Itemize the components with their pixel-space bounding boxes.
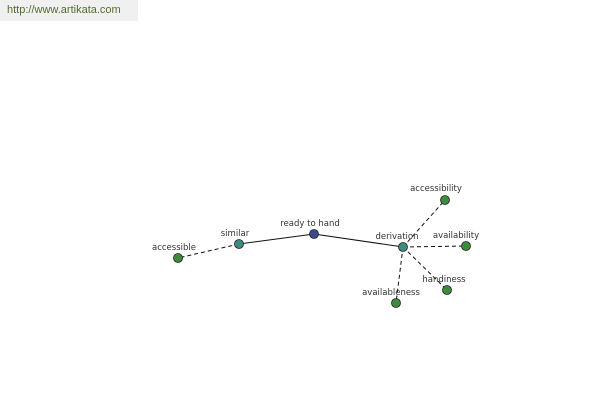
watermark-url: http://www.artikata.com — [0, 0, 138, 21]
node-ready[interactable]: ready to hand — [280, 219, 340, 239]
node-dot-similar[interactable] — [234, 239, 244, 249]
node-label-availability: availability — [433, 231, 479, 241]
node-label-availableness: availableness — [362, 288, 420, 298]
node-dot-availability[interactable] — [461, 241, 471, 251]
node-label-handiness: handiness — [422, 275, 466, 285]
node-availableness[interactable]: availableness — [362, 288, 420, 308]
node-dot-ready[interactable] — [309, 229, 319, 239]
node-derivation[interactable]: derivation — [375, 232, 419, 252]
edge-derivation-handiness — [402, 246, 448, 291]
edges-layer — [177, 199, 467, 304]
node-label-ready: ready to hand — [280, 219, 340, 229]
node-label-similar: similar — [221, 229, 250, 239]
node-dot-availableness[interactable] — [391, 298, 401, 308]
edge-derivation-availability — [402, 245, 467, 248]
node-dot-accessible[interactable] — [173, 253, 183, 263]
edge-similar-accessible — [177, 243, 240, 259]
node-similar[interactable]: similar — [221, 229, 250, 249]
edge-ready-derivation — [313, 233, 404, 248]
node-accessibility[interactable]: accessibility — [410, 184, 462, 205]
node-label-accessible: accessible — [152, 243, 196, 253]
node-handiness[interactable]: handiness — [422, 275, 466, 295]
edge-ready-similar — [238, 233, 315, 245]
edge-derivation-accessibility — [402, 199, 446, 248]
node-label-derivation: derivation — [375, 232, 418, 242]
node-accessible[interactable]: accessible — [152, 243, 196, 263]
node-label-accessibility: accessibility — [410, 184, 462, 194]
node-dot-derivation[interactable] — [398, 242, 408, 252]
node-availability[interactable]: availability — [433, 231, 479, 251]
node-dot-handiness[interactable] — [442, 285, 452, 295]
nodes-layer: ready to hand similar derivation accessible… — [152, 184, 479, 308]
edge-derivation-availableness — [395, 246, 404, 304]
node-dot-accessibility[interactable] — [440, 195, 450, 205]
